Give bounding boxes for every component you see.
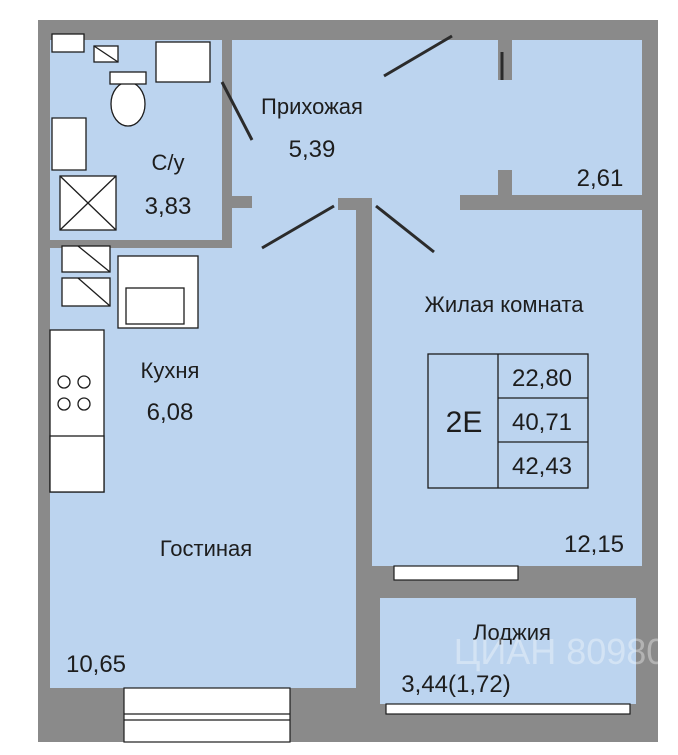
bathroom-fixtures <box>51 33 211 231</box>
kitchen-sink-icon <box>125 287 185 325</box>
fridge-icon <box>49 435 105 493</box>
living-area-total: 22,80 <box>512 365 572 392</box>
loggia-name: Лоджия <box>473 620 551 645</box>
doors <box>220 34 504 254</box>
windows <box>123 565 631 743</box>
apartment-type: 2Е <box>446 406 483 439</box>
loggia-floor <box>380 598 636 704</box>
bedroom-floor <box>372 210 642 566</box>
washer-icon <box>155 41 211 83</box>
bedroom-area: 12,15 <box>564 531 624 558</box>
vent-shaft-icon-2 <box>61 277 111 307</box>
bedroom-name: Жилая комната <box>425 292 585 317</box>
toilet-icon <box>110 81 146 127</box>
stove-icon <box>57 375 71 389</box>
kitchen-fixtures <box>49 245 199 493</box>
vent-shaft-icon <box>61 245 111 273</box>
storage-area: 2,61 <box>577 165 624 192</box>
bathroom-area: 3,83 <box>145 193 192 220</box>
living-window <box>123 687 291 743</box>
total-area-with-loggia: 42,43 <box>512 453 572 480</box>
loggia-area: 3,44(1,72) <box>401 671 510 698</box>
bedroom-window <box>393 565 519 581</box>
living-name: Гостиная <box>160 536 252 561</box>
total-area: 40,71 <box>512 409 572 436</box>
loggia-window <box>385 703 631 715</box>
hallway-name: Прихожая <box>261 94 363 119</box>
summary-table <box>427 353 589 489</box>
hallway-floor <box>232 40 452 200</box>
watermark: ЦИАН 80980 <box>454 631 667 672</box>
sink-icon <box>51 117 87 171</box>
boiler-icon <box>51 33 85 53</box>
living-area: 10,65 <box>66 651 126 678</box>
bathroom-name: С/у <box>152 150 185 175</box>
kitchen-area: 6,08 <box>147 399 194 426</box>
hallway-area: 5,39 <box>289 136 336 163</box>
hall-connector-floor <box>232 196 356 256</box>
kitchen-name: Кухня <box>141 358 200 383</box>
